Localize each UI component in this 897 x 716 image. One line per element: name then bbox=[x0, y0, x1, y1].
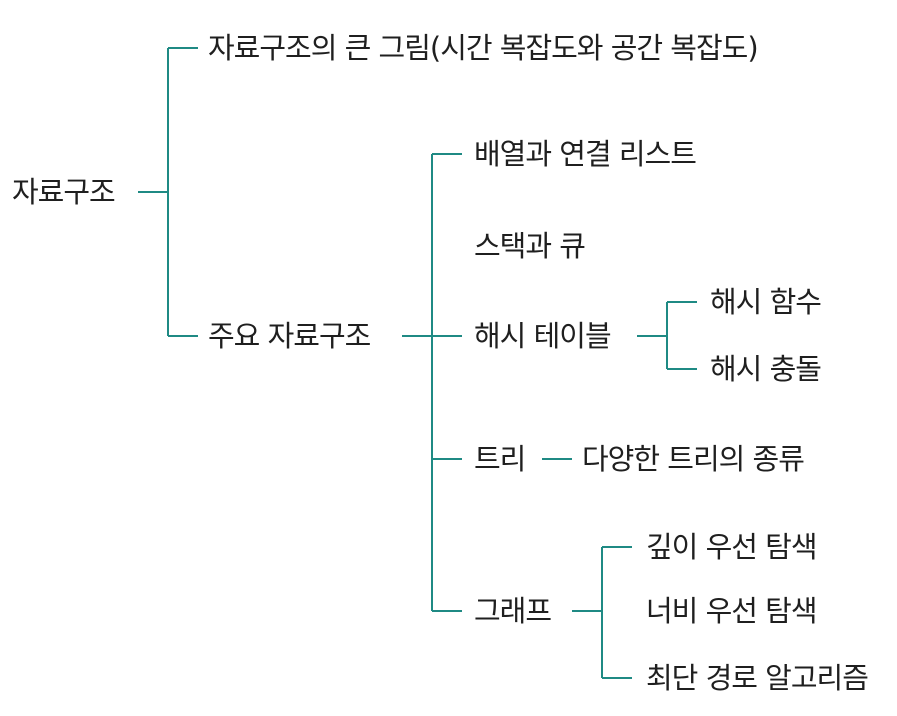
node-tree-types: 다양한 트리의 종류 bbox=[582, 442, 805, 476]
node-hash-table: 해시 테이블 bbox=[474, 319, 612, 353]
node-main: 주요 자료구조 bbox=[208, 319, 371, 353]
node-graph: 그래프 bbox=[474, 594, 552, 628]
node-dfs: 깊이 우선 탐색 bbox=[646, 530, 818, 564]
node-stack-queue: 스택과 큐 bbox=[474, 229, 586, 263]
node-tree: 트리 bbox=[474, 442, 526, 476]
node-overview: 자료구조의 큰 그림(시간 복잡도와 공간 복잡도) bbox=[208, 31, 759, 65]
node-array-list: 배열과 연결 리스트 bbox=[474, 137, 697, 171]
node-hash-function: 해시 함수 bbox=[710, 285, 822, 319]
node-shortest-path: 최단 경로 알고리즘 bbox=[646, 661, 869, 695]
node-hash-collision: 해시 충돌 bbox=[710, 352, 822, 386]
node-bfs: 너비 우선 탐색 bbox=[646, 594, 818, 628]
node-root: 자료구조 bbox=[12, 175, 116, 209]
